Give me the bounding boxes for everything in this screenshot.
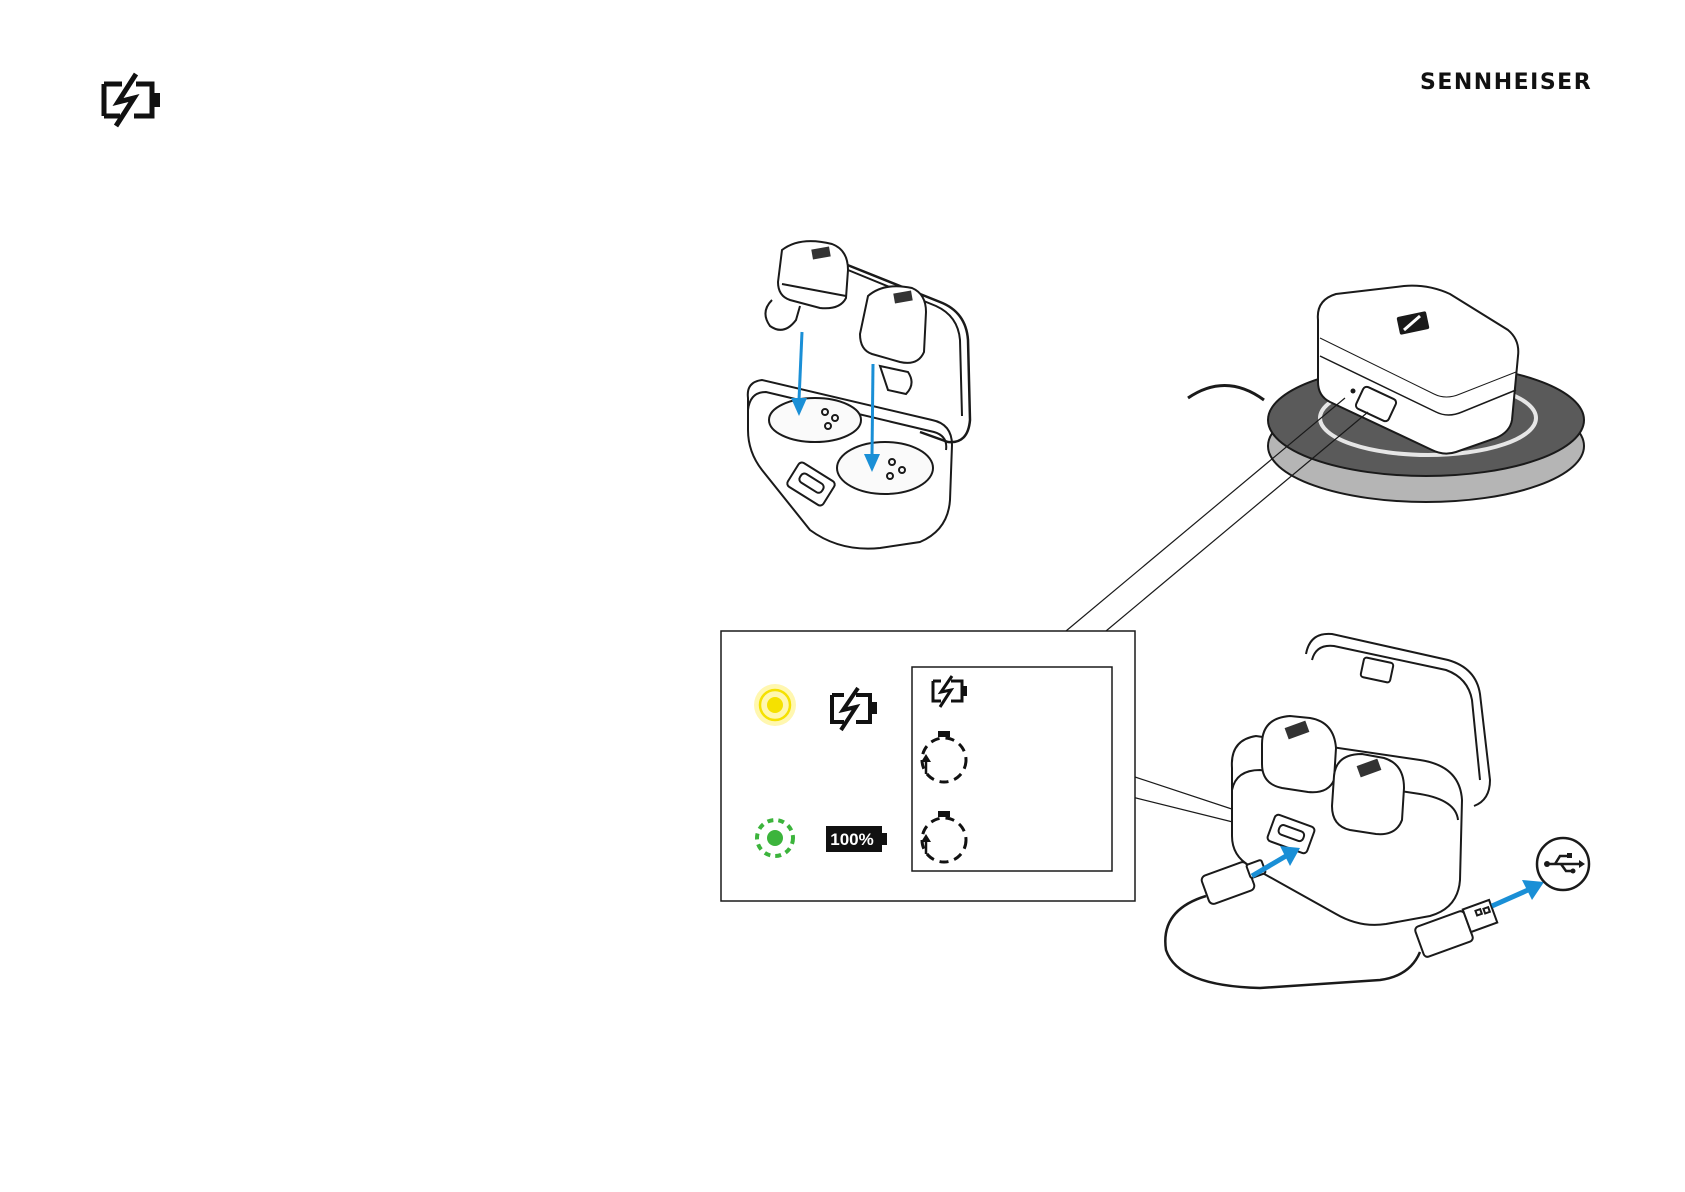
earbuds-insert-illustration <box>748 241 970 549</box>
battery-percentage-label: 100% <box>830 830 873 849</box>
yellow-pulsing-led-icon <box>754 684 796 726</box>
header-charging-battery-icon <box>104 74 160 126</box>
wireless-charging-pad-illustration <box>1188 286 1584 502</box>
usb-charging-case-illustration <box>1165 634 1497 988</box>
usb-symbol-icon <box>1537 838 1589 890</box>
battery-full-icon: 100% <box>826 826 887 852</box>
charging-status-legend: 100% <box>721 631 1135 901</box>
